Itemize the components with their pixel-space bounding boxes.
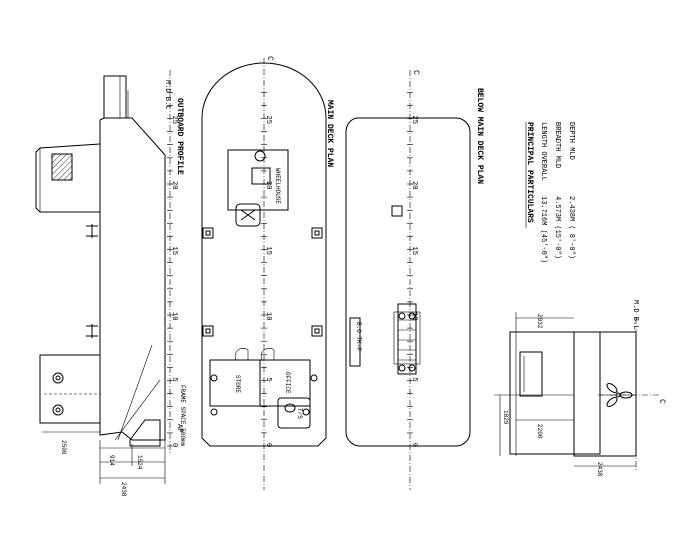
- principal-particulars: PRINCIPAL PARTICULARS LENGTH OVERALL 13.…: [525, 122, 575, 263]
- frame-number-label: 10: [170, 312, 178, 320]
- section-window: [519, 351, 543, 397]
- particulars-row-label: BREADTH MLD: [553, 122, 561, 168]
- outboard-profile-view: 2500 914 1524 2438 OUTBOARD PROFILE M.D …: [35, 70, 186, 497]
- below-main-deck-plan-view: C B.O TK-P BELOW MAIN DECK PLAN 0 5 10 15 20…: [345, 70, 484, 490]
- below-main-deck-plan-title: BELOW MAIN DECK PLAN: [475, 88, 484, 184]
- frame-number-label: 25: [170, 116, 178, 124]
- steering-wheel-icon: [254, 150, 266, 162]
- particulars-row-label: LENGTH OVERALL: [539, 122, 547, 181]
- below-deck-frame-numbers: 0 5 10 15 20 25: [407, 92, 418, 447]
- profile-hull-outline: [99, 117, 166, 441]
- frame-number-label: 5: [264, 378, 272, 382]
- main-deck-outline: [201, 62, 327, 447]
- office-label: OFFICE: [284, 372, 291, 394]
- frame-number-label: 25: [410, 116, 418, 124]
- frame-number-label: 15: [264, 247, 272, 255]
- frame-number-label: 25: [264, 116, 272, 124]
- pump-icon: [391, 205, 403, 217]
- frame-number-label: 0: [170, 443, 178, 447]
- frame-number-label: 5: [170, 378, 178, 382]
- frame-number-label: 10: [410, 312, 418, 320]
- frame-number-label: 10: [264, 312, 272, 320]
- store-label: STORE: [234, 375, 241, 393]
- engine-icon: [393, 303, 421, 375]
- bollard-icons: [202, 227, 323, 337]
- frame-number-label: 15: [410, 247, 418, 255]
- particulars-row-value: 2.438M ( 8'-0"): [567, 196, 575, 259]
- particulars-row-value: 4.573M (15'-0"): [553, 196, 561, 259]
- bo-tank-label: B.O TK-P: [355, 322, 362, 351]
- section-deckhouse: [509, 331, 601, 455]
- profile-window-hatched: [51, 153, 73, 181]
- section-centerline-mark: C: [657, 399, 666, 404]
- toilet-icon: [284, 403, 296, 413]
- door-swing-icon: [234, 348, 249, 361]
- particulars-row-label: DEPTH MLD: [567, 122, 575, 160]
- main-deck-frame-numbers: 0 5 10 15 20 25: [261, 92, 272, 447]
- ap-label: AP: [175, 424, 183, 432]
- frame-number-label: 20: [170, 181, 178, 189]
- wheelhouse-label: WHEELHOUSE: [274, 168, 281, 204]
- particulars-title: PRINCIPAL PARTICULARS: [525, 122, 534, 223]
- porthole-icon: [52, 372, 64, 384]
- section-hull: [573, 331, 637, 457]
- below-deck-outline: [345, 117, 471, 447]
- bo-tank-port: [349, 317, 361, 367]
- dim-section-mid: 2200: [536, 424, 543, 439]
- profile-baseline-label: M.D B.L: [163, 80, 171, 109]
- dim-profile-b: 1524: [136, 455, 143, 470]
- dim-profile-a: 914: [108, 455, 115, 466]
- frame-space-label: FRAME SPACE 500mm: [179, 385, 186, 447]
- door-swing-icon: [260, 348, 275, 361]
- profile-bitt-2: [86, 324, 98, 338]
- main-deck-plan-view: C WHEELHOUSE STORE OFFICE T/S MAIN DECK …: [201, 56, 334, 490]
- below-deck-centerline-mark: C: [411, 70, 420, 75]
- particulars-row-value: 13.716M (45'-0"): [539, 196, 547, 263]
- profile-frame-numbers: 0 5 10 15 20 25: [167, 92, 178, 447]
- frame-number-label: 0: [264, 443, 272, 447]
- profile-bow-block: [103, 75, 127, 118]
- dim-section-top: 2032: [536, 314, 543, 329]
- profile-rudder: [129, 419, 161, 447]
- wheelhouse-room: [227, 149, 289, 211]
- toilet-shower-room: [277, 397, 311, 429]
- dim-profile-height: 2500: [60, 440, 67, 455]
- profile-stern-house: [39, 354, 101, 424]
- main-deck-plan-title: MAIN DECK PLAN: [325, 100, 334, 167]
- porthole-icon: [52, 404, 64, 416]
- profile-bitt-1: [86, 224, 98, 238]
- frame-number-label: 15: [170, 247, 178, 255]
- dim-section-bottom: 2438: [596, 462, 603, 477]
- section-baseline-label: M.D B.L: [631, 300, 639, 329]
- ts-label: T/S: [296, 408, 303, 419]
- frame-number-label: 0: [410, 443, 418, 447]
- midship-section-view: C 2032 2200 1829 2438 M.D B.L: [494, 300, 666, 477]
- deck-hatch: [235, 203, 261, 227]
- frame-number-label: 5: [410, 378, 418, 382]
- dim-section-left: 1829: [502, 410, 509, 425]
- main-deck-centerline-mark: C: [265, 56, 274, 61]
- frame-number-label: 20: [264, 181, 272, 189]
- dim-profile-depth: 2438: [120, 482, 127, 497]
- hatch-cross-icon: [240, 209, 256, 221]
- profile-wheelhouse: [35, 143, 101, 213]
- frame-number-label: 20: [410, 181, 418, 189]
- outboard-profile-title: OUTBOARD PROFILE: [175, 98, 184, 175]
